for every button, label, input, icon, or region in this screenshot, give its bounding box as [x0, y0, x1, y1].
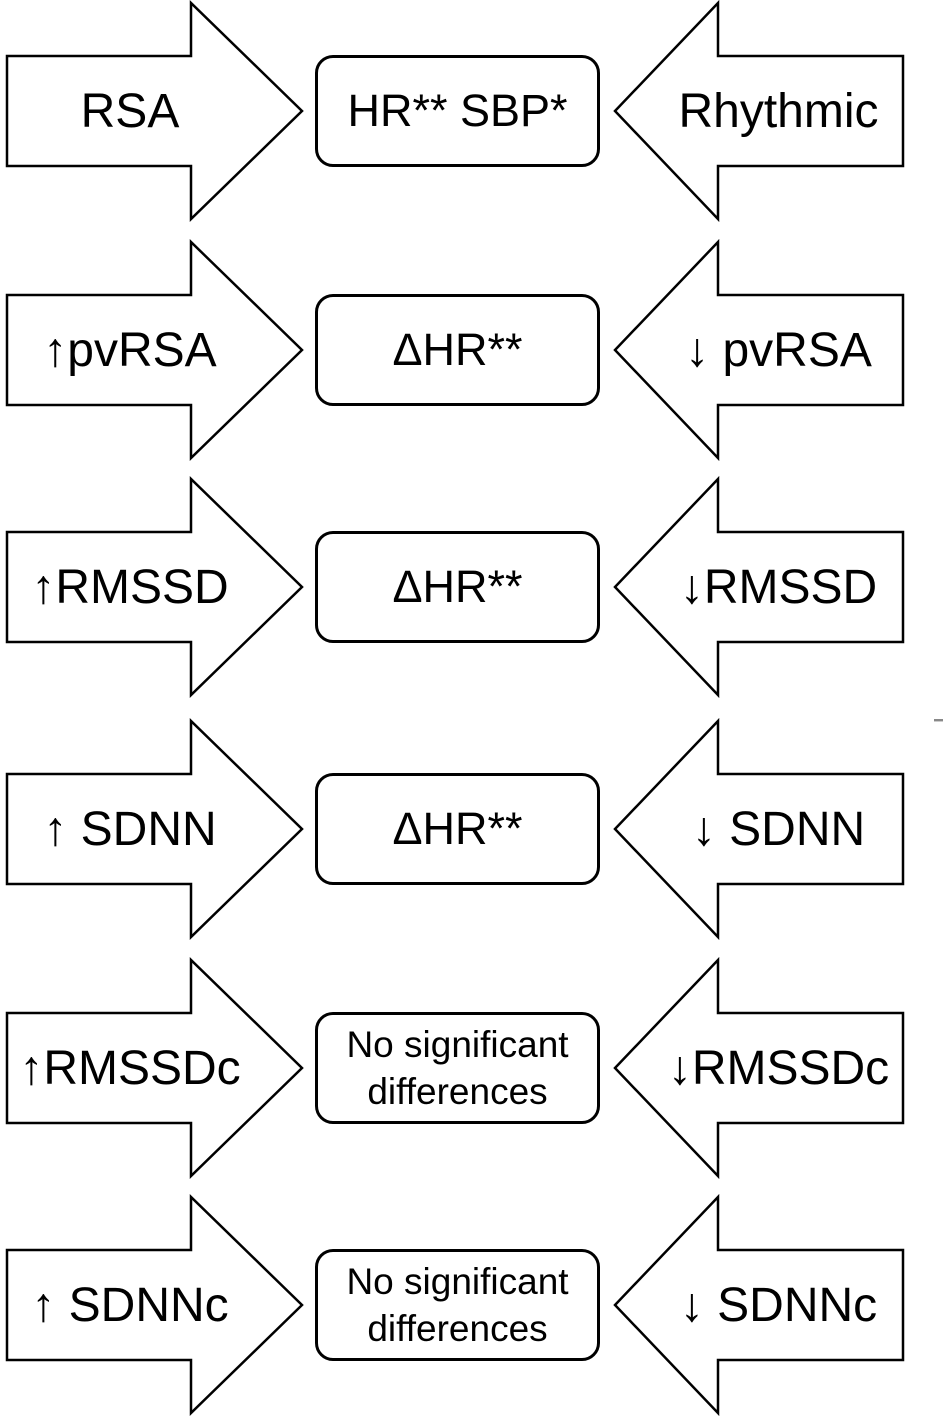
outcome-box: HR** SBP*: [315, 55, 600, 167]
right-arrow-label: ↓ SDNNc: [679, 1278, 878, 1332]
scan-artifact-dash: [934, 719, 943, 722]
right-arrow-label: ↓RMSSDc: [667, 1041, 890, 1095]
left-arrow-label: ↑ SDNN: [43, 802, 217, 856]
arrow-left-icon: [613, 1194, 905, 1416]
diagram-row: ↑RMSSD ΔHR** ↓RMSSD: [0, 476, 945, 698]
left-pointing-arrow: ↓RMSSDc: [612, 957, 905, 1179]
outcome-box: No significant differences: [315, 1249, 600, 1361]
outcome-box: ΔHR**: [315, 773, 600, 885]
arrow-left-icon: [613, 957, 905, 1179]
outcome-label: ΔHR**: [392, 561, 523, 613]
right-arrow-label: ↓ SDNN: [691, 802, 866, 856]
outcome-box: ΔHR**: [315, 294, 600, 406]
right-pointing-arrow: ↑RMSSD: [5, 476, 305, 698]
right-pointing-arrow: ↑ SDNN: [5, 718, 305, 940]
right-pointing-arrow: ↑RMSSDc: [5, 957, 305, 1179]
arrow-right-icon: [5, 0, 304, 222]
right-arrow-label: ↓RMSSD: [679, 560, 878, 614]
diagram-row: ↑pvRSA ΔHR** ↓ pvRSA: [0, 239, 945, 461]
right-arrow-label: ↓ pvRSA: [685, 323, 872, 377]
outcome-label: No significant differences: [346, 1023, 569, 1112]
arrow-right-icon: [5, 1194, 304, 1416]
left-arrow-label: ↑pvRSA: [43, 323, 217, 377]
arrow-left-icon: [613, 239, 905, 461]
outcome-label: No significant differences: [346, 1260, 569, 1349]
diagram-row: ↑ SDNN ΔHR** ↓ SDNN: [0, 718, 945, 940]
arrow-right-icon: [5, 476, 304, 698]
arrow-left-icon: [613, 0, 905, 222]
diagram-row: ↑RMSSDc No significant differences ↓RMSS…: [0, 957, 945, 1179]
right-arrow-label: Rhythmic: [678, 84, 879, 138]
arrow-left-icon: [613, 718, 905, 940]
outcome-label: ΔHR**: [392, 803, 523, 855]
outcome-label: ΔHR**: [392, 324, 523, 376]
left-pointing-arrow: ↓ pvRSA: [612, 239, 905, 461]
outcome-label: HR** SBP*: [347, 85, 568, 137]
arrow-right-icon: [5, 718, 304, 940]
arrow-left-icon: [613, 476, 905, 698]
diagram-row: RSA HR** SBP* Rhythmic: [0, 0, 945, 222]
left-pointing-arrow: ↓ SDNNc: [612, 1194, 905, 1416]
outcome-box: No significant differences: [315, 1012, 600, 1124]
outcome-box: ΔHR**: [315, 531, 600, 643]
diagram-row: ↑ SDNNc No significant differences ↓ SDN…: [0, 1194, 945, 1416]
left-pointing-arrow: ↓RMSSD: [612, 476, 905, 698]
arrow-right-icon: [5, 239, 304, 461]
right-pointing-arrow: RSA: [5, 0, 305, 222]
left-pointing-arrow: Rhythmic: [612, 0, 905, 222]
left-arrow-label: ↑RMSSDc: [19, 1041, 241, 1095]
left-arrow-label: ↑RMSSD: [31, 560, 229, 614]
right-pointing-arrow: ↑pvRSA: [5, 239, 305, 461]
left-arrow-label: RSA: [80, 84, 180, 138]
right-pointing-arrow: ↑ SDNNc: [5, 1194, 305, 1416]
left-pointing-arrow: ↓ SDNN: [612, 718, 905, 940]
left-arrow-label: ↑ SDNNc: [31, 1278, 229, 1332]
arrow-right-icon: [5, 957, 304, 1179]
